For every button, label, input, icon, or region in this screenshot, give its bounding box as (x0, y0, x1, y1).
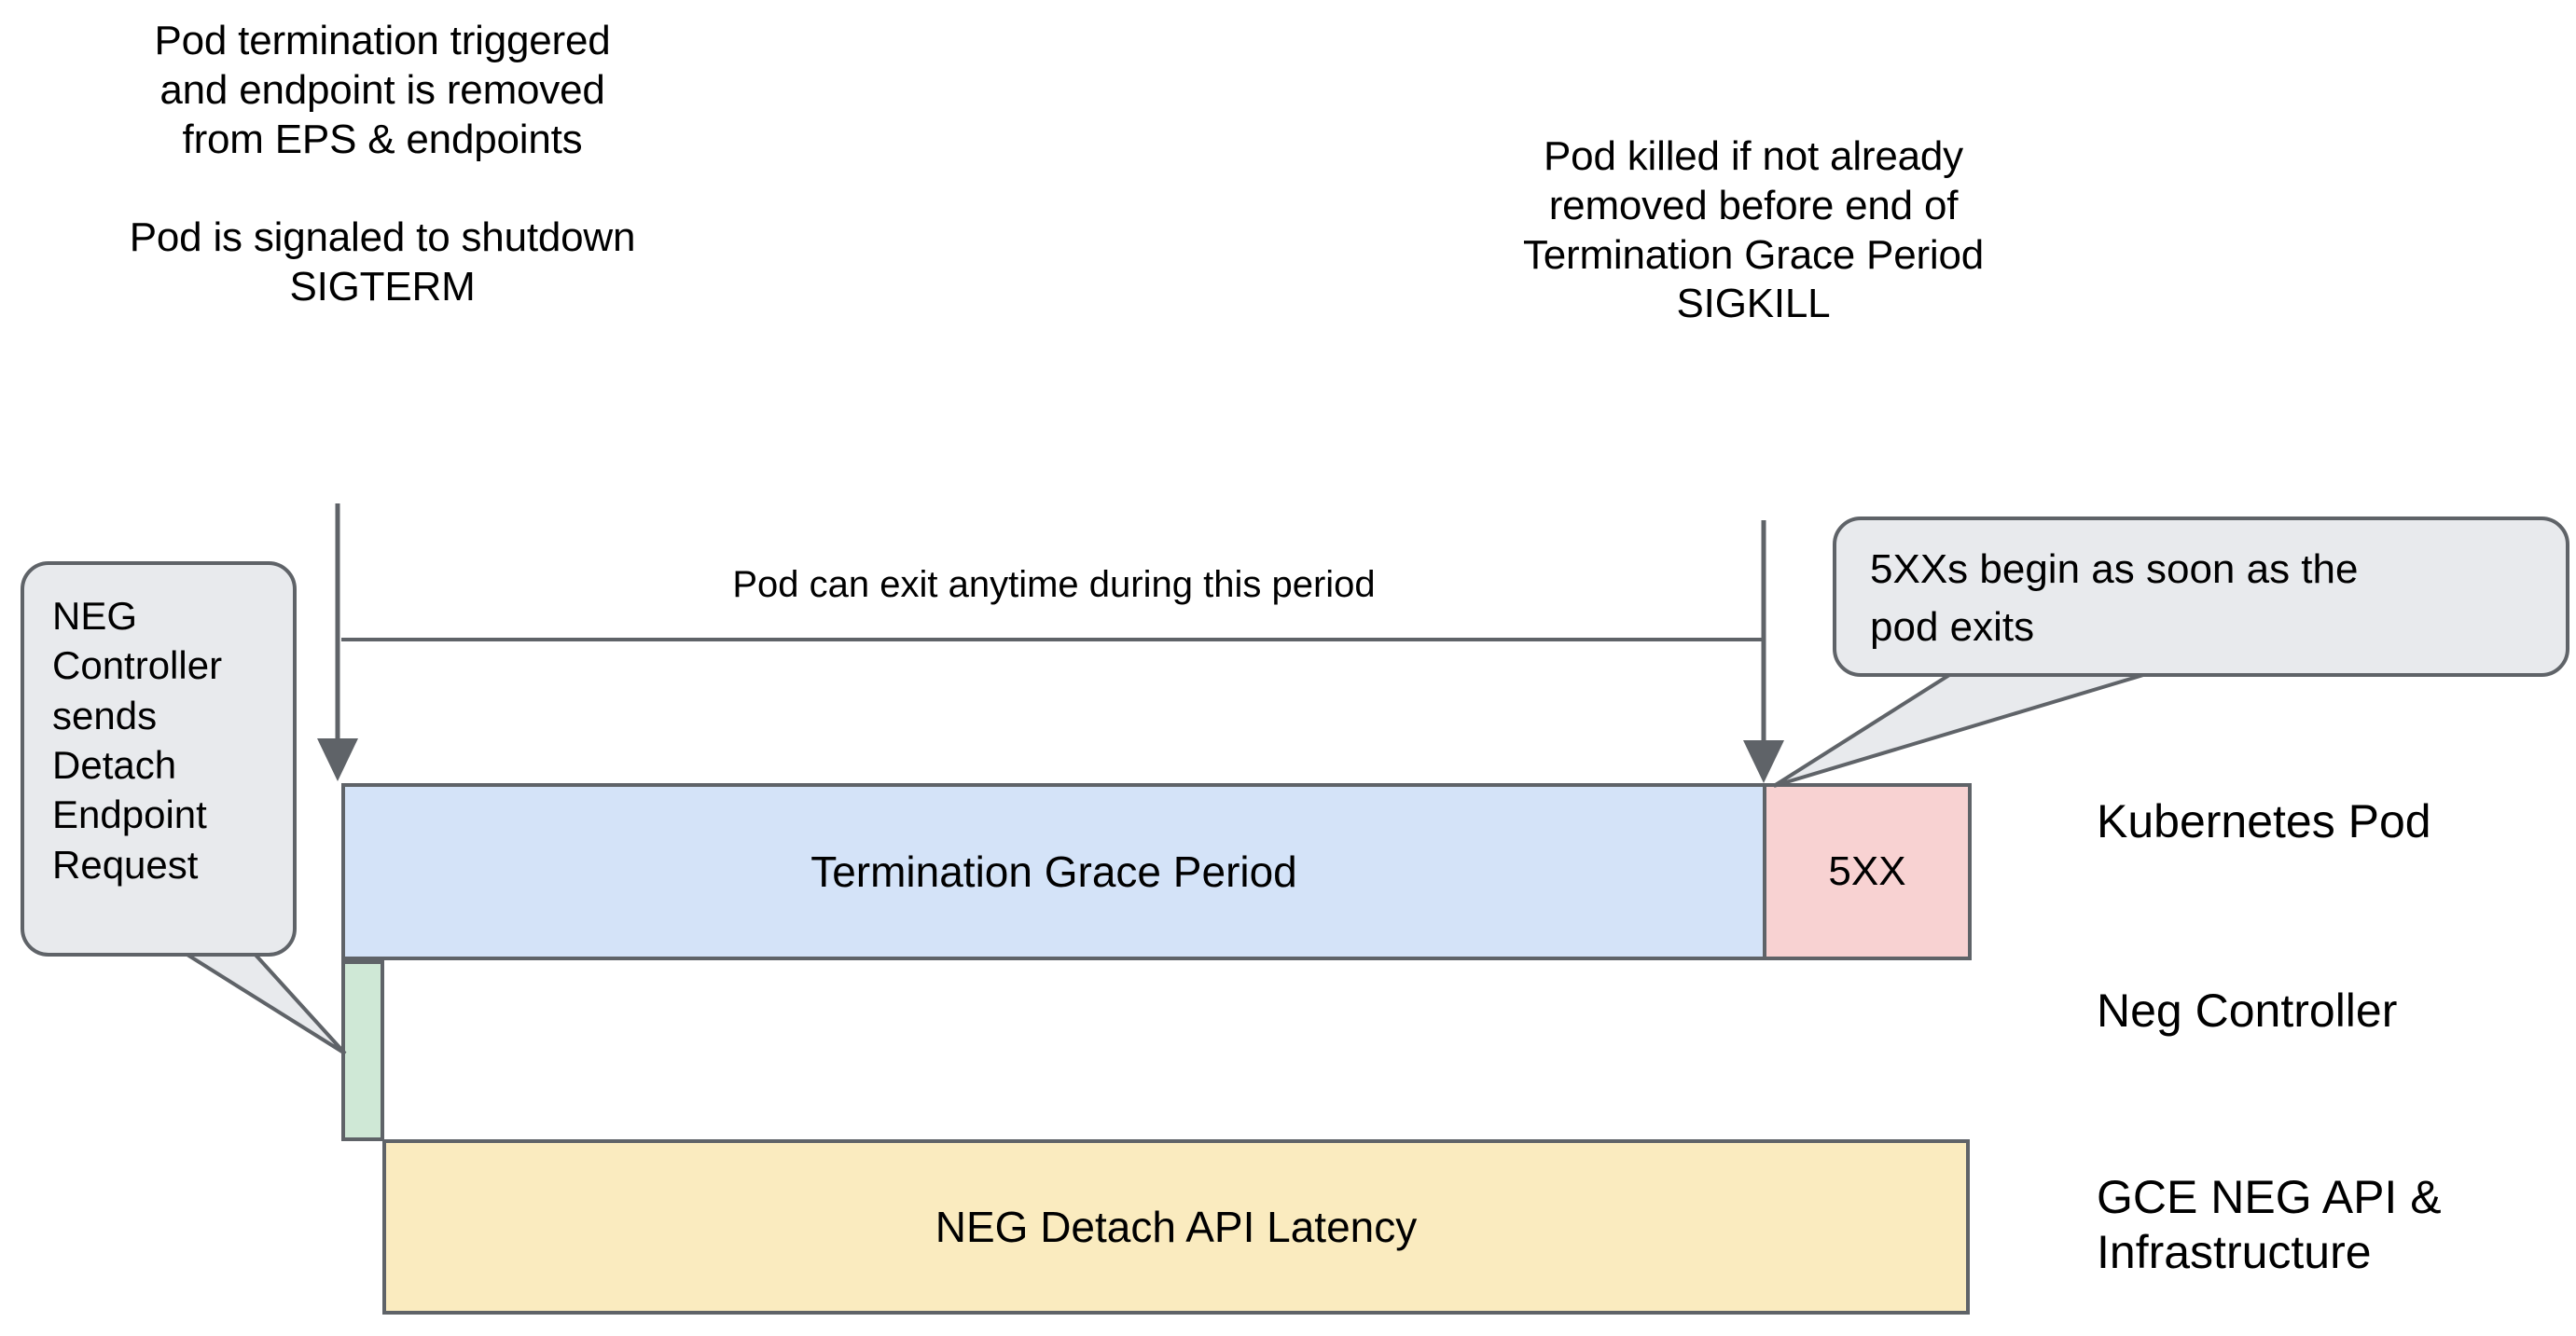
termination-grace-period-bar[interactable]: Termination Grace Period (341, 783, 1766, 960)
5xx-callout[interactable]: 5XXs begin as soon as the pod exits (1833, 516, 2569, 677)
neg-controller-bar[interactable] (341, 960, 384, 1141)
lane-label-kubernetes-pod: Kubernetes Pod (2097, 795, 2431, 847)
lane-label-neg-controller: Neg Controller (2097, 985, 2398, 1037)
lane-label-gce-neg-api: GCE NEG API & Infrastructure (2097, 1171, 2442, 1278)
neg-detach-api-latency-bar[interactable]: NEG Detach API Latency (382, 1139, 1970, 1315)
pod-termination-note: Pod termination triggered and endpoint i… (129, 18, 636, 310)
5xx-bar[interactable]: 5XX (1763, 783, 1972, 960)
left-bubble-tail (175, 949, 347, 1055)
pod-exit-period-label: Pod can exit anytime during this period (732, 564, 1376, 605)
sigterm-arrow-head (317, 738, 358, 781)
pod-killed-note: Pod killed if not already removed before… (1522, 133, 1985, 327)
neg-controller-callout[interactable]: NEG Controller sends Detach Endpoint Req… (21, 561, 297, 957)
sigkill-arrow-head (1743, 740, 1784, 783)
right-bubble-tail (1772, 673, 2144, 788)
